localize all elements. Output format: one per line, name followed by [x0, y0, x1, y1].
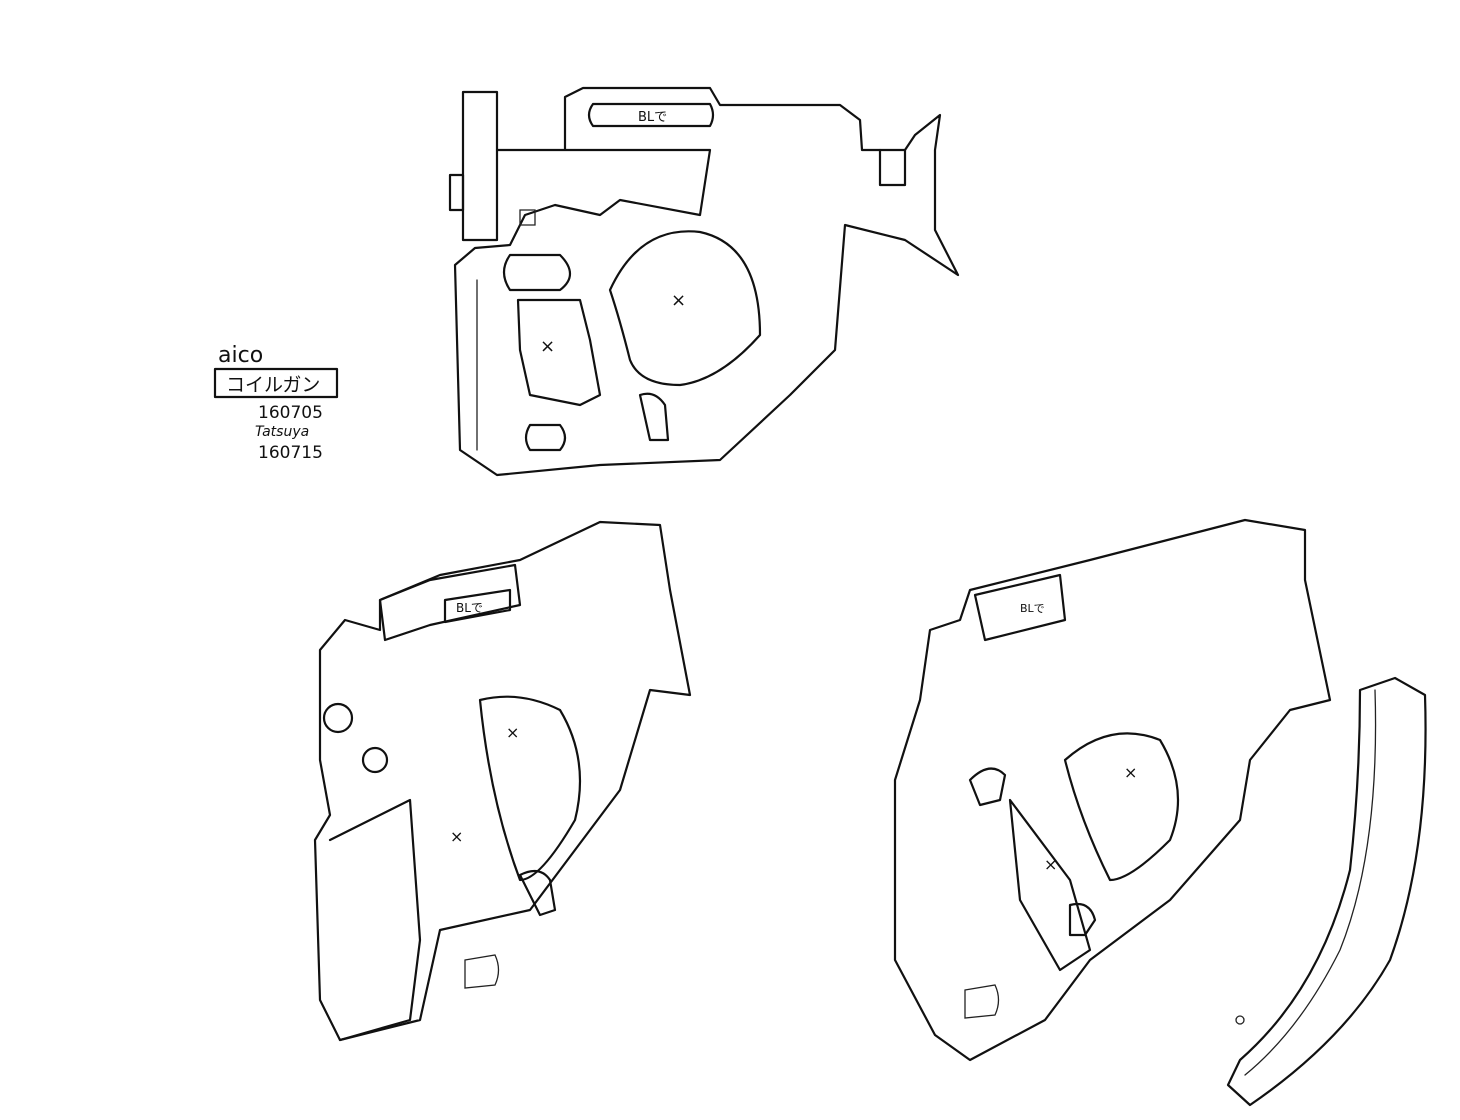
- svg-text:×: ×: [506, 723, 519, 742]
- svg-text:×: ×: [1124, 763, 1137, 782]
- svg-text:×: ×: [1044, 855, 1057, 874]
- marking-text: BLで: [638, 110, 667, 125]
- sketch-notes: aico コイルガン 160705 Tatsuya 160715: [213, 343, 339, 463]
- svg-text:×: ×: [450, 827, 463, 846]
- marking-text: BLで: [456, 601, 483, 615]
- coilgun-magazine-detached-view: × × BLで: [893, 518, 1427, 1107]
- svg-text:×: ×: [671, 290, 686, 311]
- project-name: aico: [218, 343, 263, 368]
- title-box: [213, 367, 339, 399]
- svg-text:×: ×: [540, 336, 555, 357]
- coilgun-three-quarter-view: × × BLで: [313, 520, 692, 1042]
- date-1: 160705: [258, 403, 323, 423]
- date-2: 160715: [258, 443, 323, 463]
- coilgun-side-view: × × BLで: [448, 86, 960, 477]
- marking-text: BLで: [1020, 602, 1045, 615]
- signature: Tatsuya: [255, 424, 309, 440]
- title-text: コイルガン: [226, 374, 320, 396]
